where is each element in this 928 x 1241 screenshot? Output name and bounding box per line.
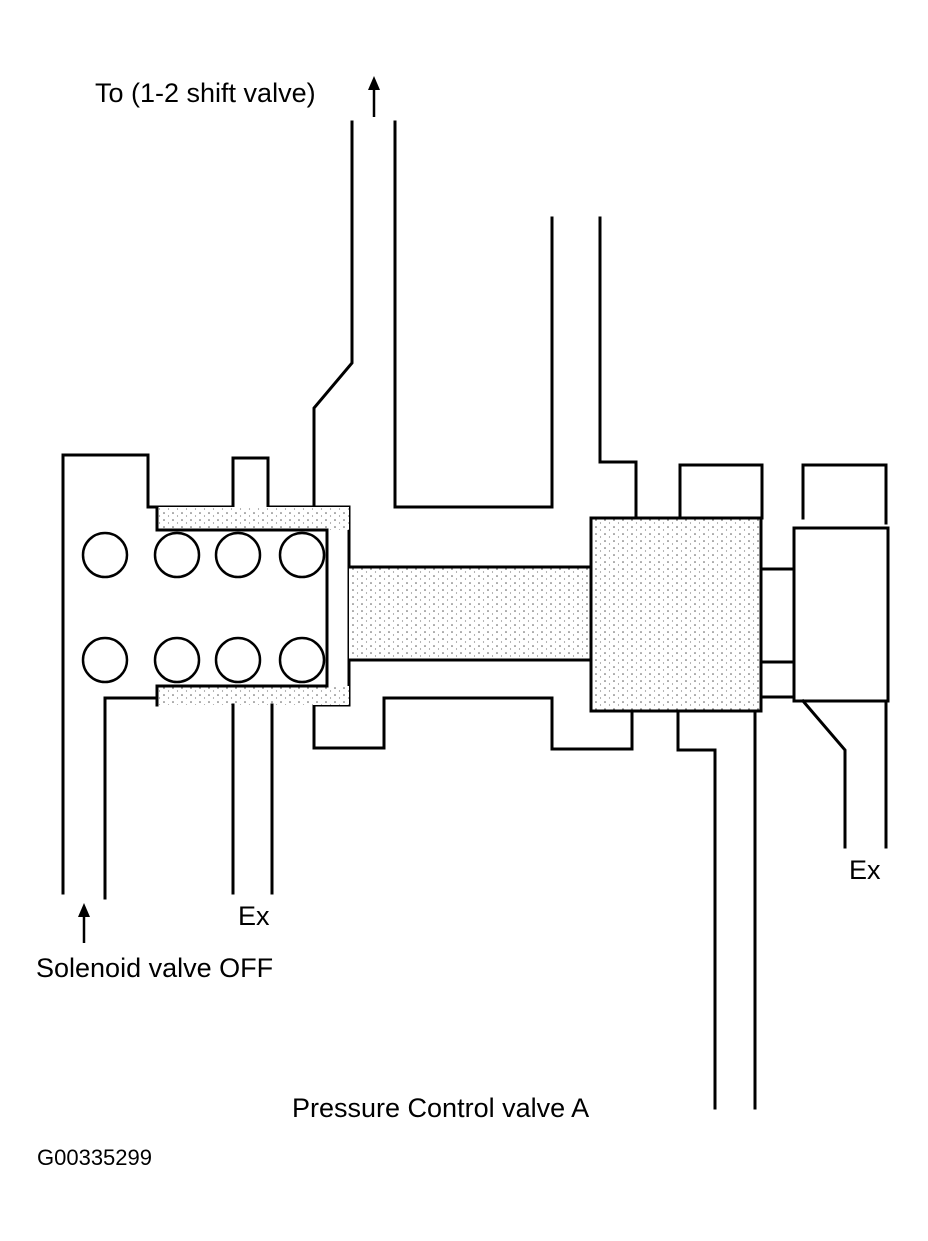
ball-8 — [278, 636, 326, 684]
ball-7 — [214, 636, 262, 684]
solenoid-label: Solenoid valve OFF — [36, 953, 274, 983]
ball-5 — [81, 636, 129, 684]
ball-4 — [278, 531, 326, 579]
arrow-up-icon — [368, 76, 380, 117]
left-exhaust-label: Ex — [238, 901, 270, 931]
right-upper-passages — [678, 463, 888, 525]
right-exhaust-label: Ex — [849, 855, 881, 885]
left-exhaust-port — [231, 703, 274, 895]
shift-valve-label: To (1-2 shift valve) — [95, 78, 316, 108]
check-balls — [81, 531, 326, 684]
right-exhaust-port — [800, 698, 888, 849]
pressure-control-label: Pressure Control valve A — [292, 1093, 590, 1123]
right-end-plug — [759, 526, 890, 703]
figure-id: G00335299 — [37, 1145, 152, 1170]
pressure-control-passage — [676, 709, 757, 1110]
ball-2 — [153, 531, 201, 579]
valve-stem — [347, 565, 593, 662]
pressure-control-spool — [589, 516, 763, 713]
ball-6 — [153, 636, 201, 684]
shift-valve-passage — [312, 120, 638, 520]
arrow-up-icon — [78, 903, 90, 943]
plunger-bore — [155, 505, 349, 707]
ball-1 — [81, 531, 129, 579]
ball-3 — [214, 531, 262, 579]
